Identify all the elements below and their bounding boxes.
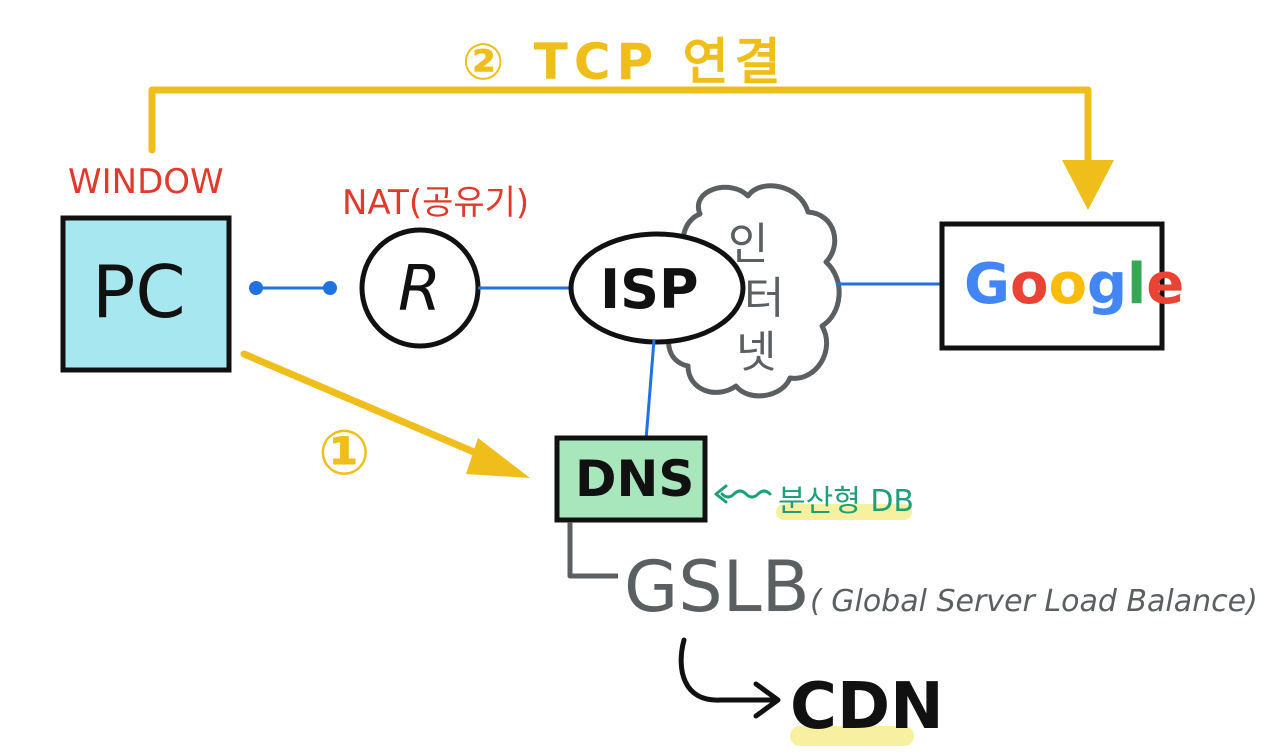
pc-router-link [249, 281, 337, 295]
google-letter-1: G [964, 252, 1010, 317]
google-letter-3: o [1048, 252, 1087, 317]
pc-label: PC [92, 250, 186, 334]
nat-label: NAT(공유기) [342, 183, 530, 223]
cdn-highlight [790, 726, 914, 746]
google-logo: Google [964, 252, 1184, 317]
cdn-label: CDN [790, 670, 944, 744]
tcp-connection-label: ② TCP 연결 [462, 33, 787, 91]
dns-label: DNS [575, 450, 695, 508]
gslb-full-label: ( Global Server Load Balance) [810, 584, 1258, 619]
isp-node [568, 231, 746, 345]
dns-box [554, 435, 708, 523]
google-letter-6: e [1146, 252, 1185, 317]
dns-step-label: ① [318, 416, 371, 489]
pc-box [60, 215, 232, 373]
google-letter-5: l [1127, 252, 1147, 317]
router-label: R [398, 252, 442, 325]
internet-label-3: 넷 [736, 327, 777, 378]
window-label: WINDOW [68, 162, 224, 202]
google-box [939, 221, 1165, 351]
tcp-connection-arrow [148, 86, 1114, 210]
dns-gslb-connector [567, 522, 618, 579]
isp-dns-link [644, 339, 656, 441]
isp-label: ISP [600, 258, 699, 321]
gslb-cdn-arrow [678, 637, 781, 719]
internet-label-1: 인 [728, 219, 769, 270]
dns-query-arrow [240, 350, 530, 478]
dns-note-arrow [714, 484, 772, 504]
google-letter-2: o [1009, 252, 1049, 317]
gslb-label: GSLB [624, 546, 810, 628]
google-letter-4: g [1086, 252, 1128, 317]
internet-label-2: 터 [744, 273, 785, 324]
dns-note-highlight [776, 504, 912, 520]
dns-note-label: 분산형 DB [778, 484, 915, 519]
